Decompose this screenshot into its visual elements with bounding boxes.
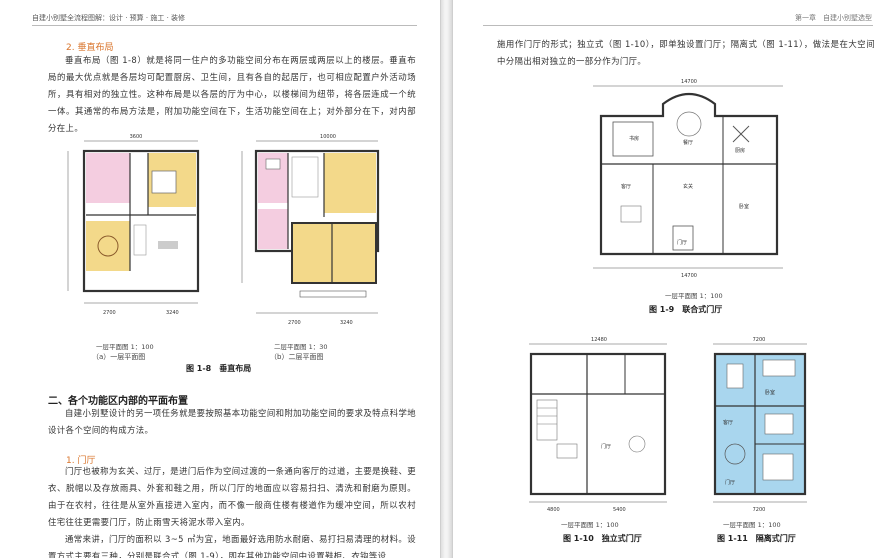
right-page: 第一章 自建小别墅选型 施用作门厅的形式；独立式（图 1-10），即单独设置门厅… bbox=[452, 0, 893, 558]
dim-top-11: 7200 bbox=[753, 337, 766, 343]
para-foyer-2: 通常来讲，门厅的面积以 3~5 ㎡为宜，地面最好选用防水耐磨、易打扫易清理的材料… bbox=[48, 534, 416, 558]
room-foyer-9: 玄关 bbox=[683, 183, 693, 190]
para-foyer-1: 门厅也被称为玄关、过厅，是进门后作为空间过渡的一条通向客厅的过道，主要是换鞋、更… bbox=[48, 466, 416, 527]
room-living-11: 客厅 bbox=[723, 419, 733, 426]
floor-plan-1-11: 7200 客厅 卧室 门厅 7200 bbox=[713, 337, 807, 513]
plan-b-label: （b）二层平面图 bbox=[270, 353, 324, 361]
dim-bottom-10a: 4800 bbox=[547, 507, 560, 513]
running-head-left: 自建小别墅全流程图解：设计 · 预算 · 施工 · 装修 bbox=[32, 14, 186, 22]
dim-bottom-9: 14700 bbox=[681, 273, 697, 279]
para-vertical-layout: 垂直布局（图 1-8）就是将同一住户的多功能空间分布在两层或两层以上的楼层。垂直… bbox=[48, 55, 416, 133]
section-title: 二、各个功能区内部的平面布置 bbox=[48, 396, 188, 407]
header-rule-left bbox=[32, 25, 417, 26]
dim-top-10: 12480 bbox=[591, 337, 607, 343]
room-hall-11: 门厅 bbox=[725, 479, 735, 486]
room-bedroom-11: 卧室 bbox=[765, 389, 775, 396]
figure-caption-1-8: 图 1-8 垂直布局 bbox=[186, 364, 252, 373]
header-rule-right bbox=[483, 25, 873, 26]
room-dining-9: 餐厅 bbox=[683, 139, 693, 146]
figure-caption-1-9: 图 1-9 联合式门厅 bbox=[649, 305, 723, 314]
para-section: 自建小别墅设计的另一项任务就是要按照基本功能空间和附加功能空间的要求及特点科学地… bbox=[48, 408, 416, 435]
running-head-right: 第一章 自建小别墅选型 bbox=[795, 14, 872, 22]
floor-plan-1-9: 14700 书房 餐厅 厨房 客厅 玄关 卧室 门厅 14700 bbox=[593, 79, 783, 279]
plan-1-11-scale: 一层平面图 1：100 bbox=[723, 521, 781, 529]
room-kitchen-9: 厨房 bbox=[735, 147, 745, 154]
left-page: 自建小别墅全流程图解：设计 · 预算 · 施工 · 装修 2. 垂直布局 垂直布… bbox=[0, 0, 441, 558]
room-living-9: 客厅 bbox=[621, 183, 631, 190]
plan-b-scale: 二层平面图 1：30 bbox=[274, 343, 328, 351]
room-bedroom-9: 卧室 bbox=[739, 203, 749, 210]
para-right-top: 施用作门厅的形式；独立式（图 1-10），即单独设置门厅；隔离式（图 1-11）… bbox=[497, 39, 875, 66]
heading-vertical-layout: 2. 垂直布局 bbox=[66, 43, 114, 53]
dim-top-a: 3600 bbox=[130, 134, 143, 140]
plan-a-label: （a）一层平面图 bbox=[92, 353, 146, 361]
figure-caption-1-10: 图 1-10 独立式门厅 bbox=[563, 534, 642, 543]
dim-bottom-a2: 3240 bbox=[166, 310, 179, 316]
dim-bottom-11: 7200 bbox=[753, 507, 766, 513]
dim-bottom-b2: 3240 bbox=[340, 320, 353, 326]
dim-bottom-a: 2700 bbox=[103, 310, 116, 316]
dim-bottom-10b: 5400 bbox=[613, 507, 626, 513]
page-gutter bbox=[440, 0, 452, 558]
plan-1-9-scale: 一层平面图 1：100 bbox=[665, 292, 723, 300]
floor-plan-a: 3600 2700 3240 bbox=[67, 134, 200, 316]
room-study-9: 书房 bbox=[629, 135, 639, 142]
dim-top-9: 14700 bbox=[681, 79, 697, 85]
figure-caption-1-11: 图 1-11 隔离式门厅 bbox=[717, 534, 796, 543]
room-hall-9: 门厅 bbox=[677, 239, 687, 246]
dim-top-b: 10000 bbox=[320, 134, 336, 140]
plan-1-10-scale: 一层平面图 1：100 bbox=[561, 521, 619, 529]
plan-a-scale: 一层平面图 1：100 bbox=[96, 343, 154, 351]
dim-bottom-b: 2700 bbox=[288, 320, 301, 326]
room-hall-10: 门厅 bbox=[601, 443, 611, 450]
floor-plan-1-10: 12480 门厅 4800 5400 bbox=[529, 337, 667, 513]
heading-foyer: 1. 门厅 bbox=[66, 456, 96, 466]
floor-plan-b: 10000 2700 3240 bbox=[241, 134, 380, 326]
